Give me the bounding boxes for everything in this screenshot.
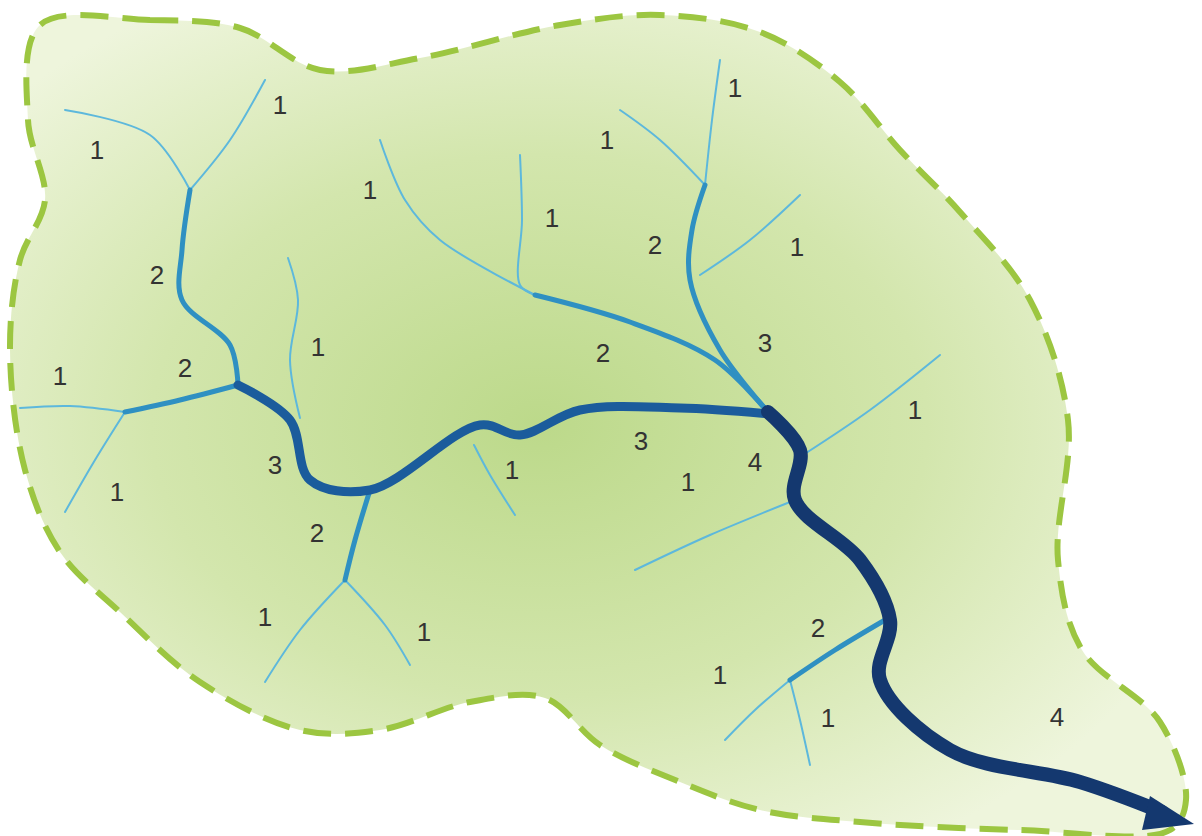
stream-order-a (790, 680, 810, 765)
stream-order-a (65, 412, 125, 512)
stream-order-number: 3 (758, 330, 772, 356)
stream-order-number: 2 (178, 355, 192, 381)
stream-order-number: 4 (1050, 704, 1064, 730)
stream-order-a (635, 500, 795, 570)
stream-order-number: 1 (545, 205, 559, 231)
stream-order-d (768, 412, 1162, 812)
stream-order-number: 4 (748, 449, 762, 475)
stream-order-a (725, 680, 790, 740)
stream-order-a (620, 110, 705, 185)
stream-order-a (265, 580, 345, 682)
stream-order-number: 3 (634, 428, 648, 454)
stream-order-number: 1 (790, 234, 804, 260)
stream-order-b (688, 185, 768, 412)
stream-order-a (20, 406, 125, 412)
stream-order-a (345, 580, 410, 665)
stream-order-b (535, 295, 768, 412)
stream-order-number: 1 (600, 127, 614, 153)
watershed-divide (10, 15, 1186, 836)
stream-order-a (288, 258, 300, 418)
stream-order-a (803, 355, 940, 455)
stream-order-number: 1 (417, 619, 431, 645)
stream-order-a (700, 195, 800, 275)
stream-order-number: 1 (363, 177, 377, 203)
stream-order-number: 1 (273, 92, 287, 118)
stream-order-number: 2 (648, 232, 662, 258)
stream-order-b (345, 490, 370, 580)
stream-order-number: 3 (268, 452, 282, 478)
stream-order-number: 1 (505, 457, 519, 483)
stream-order-number: 1 (908, 397, 922, 423)
stream-order-a (705, 60, 720, 185)
stream-order-b (125, 385, 238, 412)
stream-order-number: 1 (728, 75, 742, 101)
stream-order-number: 1 (110, 479, 124, 505)
stream-order-b (790, 620, 885, 680)
stream-order-a (518, 155, 535, 295)
outlet-arrowhead (1142, 796, 1194, 830)
stream-order-a (65, 110, 190, 190)
stream-order-number: 1 (311, 334, 325, 360)
stream-order-number: 2 (150, 262, 164, 288)
stream-order-number: 1 (713, 662, 727, 688)
stream-order-number: 1 (821, 705, 835, 731)
stream-order-number: 1 (90, 137, 104, 163)
stream-order-number: 2 (310, 520, 324, 546)
stream-order-a (190, 80, 265, 190)
stream-order-number: 1 (258, 604, 272, 630)
stream-order-a (380, 140, 535, 295)
stream-order-number: 1 (53, 363, 67, 389)
stream-order-number: 2 (811, 615, 825, 641)
stream-order-number: 1 (681, 469, 695, 495)
stream-order-number: 2 (596, 340, 610, 366)
watershed-area (10, 15, 1186, 836)
